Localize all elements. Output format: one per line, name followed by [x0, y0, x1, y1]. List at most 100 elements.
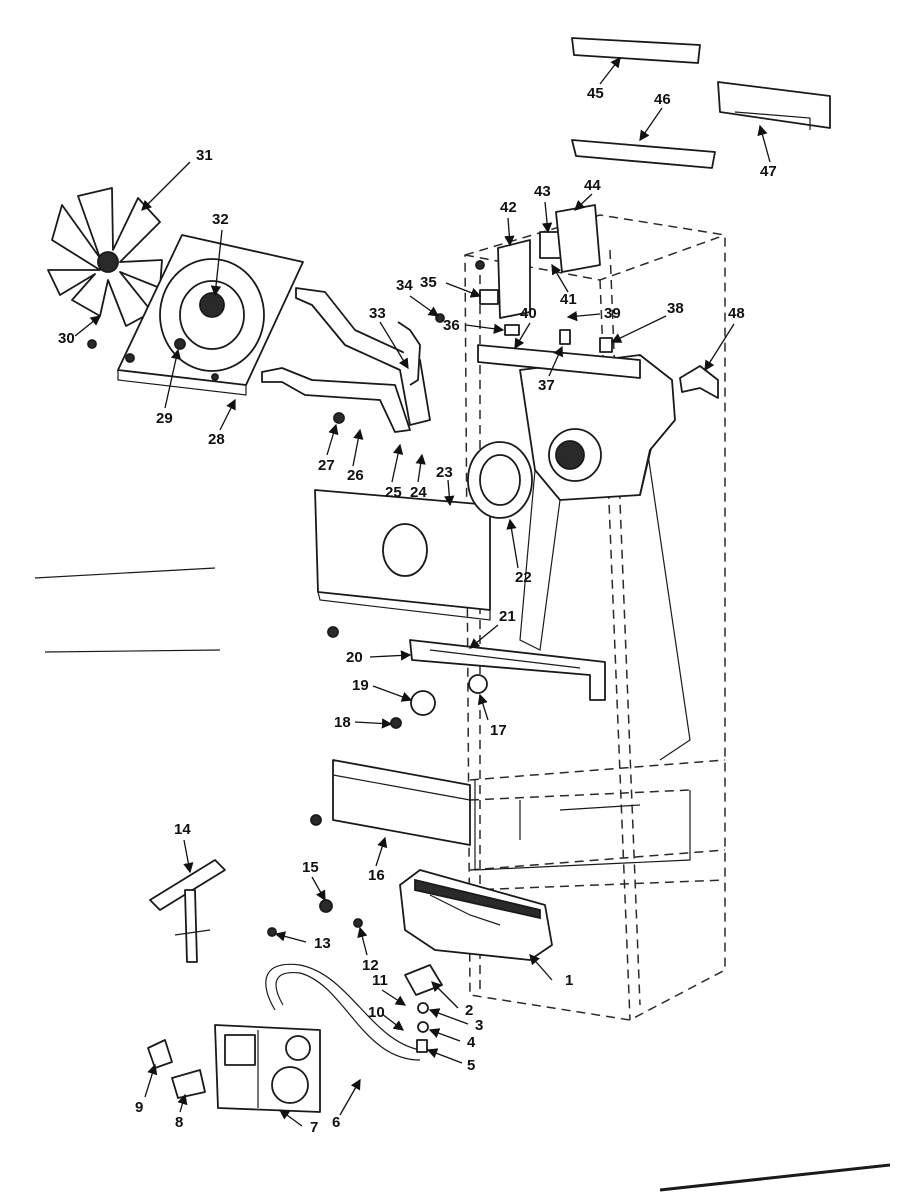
callout-37-leader: [548, 345, 564, 377]
callout-5-leader: [426, 1048, 463, 1064]
blower-wheel: [47, 187, 163, 327]
support-rail: [332, 759, 471, 846]
callout-22: 22: [515, 569, 532, 586]
callout-14-leader: [183, 839, 194, 874]
callout-29: 29: [156, 410, 173, 427]
callout-46-leader: [639, 107, 663, 142]
callout-9-leader: [144, 1063, 158, 1098]
callout-14: 14: [174, 821, 191, 838]
callout-43: 43: [534, 183, 551, 200]
callout-16-leader: [375, 836, 388, 867]
callout-48-leader: [704, 323, 735, 372]
callout-29-leader: [164, 348, 182, 409]
callout-16: 16: [368, 867, 385, 884]
callout-36: 36: [443, 317, 460, 334]
callout-32-leader: [210, 229, 223, 297]
callout-4: 4: [467, 1034, 476, 1051]
callout-48: 48: [728, 305, 745, 322]
callout-30: 30: [58, 330, 75, 347]
callout-31-leader: [141, 161, 191, 211]
callout-23-leader: [444, 479, 455, 507]
callout-24: 24: [410, 484, 427, 501]
callout-10-leader: [381, 1013, 405, 1031]
callout-35-leader: [445, 282, 482, 298]
burner-assembly: [399, 869, 553, 961]
callout-47: 47: [760, 163, 777, 180]
callout-44-leader: [574, 193, 593, 211]
callout-30-leader: [74, 315, 102, 337]
callout-15: 15: [302, 859, 319, 876]
callout-25-leader: [391, 443, 404, 483]
callout-37: 37: [538, 377, 555, 394]
callout-40-leader: [514, 322, 531, 350]
callout-28: 28: [208, 431, 225, 448]
callout-38-leader: [610, 315, 667, 343]
callout-41: 41: [560, 291, 577, 308]
callout-40: 40: [520, 305, 537, 322]
callout-12: 12: [362, 957, 379, 974]
callout-25: 25: [385, 484, 402, 501]
callout-11-leader: [381, 989, 407, 1006]
callout-46: 46: [654, 91, 671, 108]
heat-exchanger: [519, 354, 676, 651]
callout-19: 19: [352, 677, 369, 694]
callout-3-leader: [428, 1008, 469, 1025]
furnace-cabinet: [464, 214, 726, 1021]
callout-19-leader: [372, 685, 413, 702]
callout-17-leader: [477, 693, 489, 721]
manifold-bracket: [409, 639, 606, 701]
callout-31: 31: [196, 147, 213, 164]
callout-24-leader: [415, 453, 426, 483]
callout-38: 38: [667, 300, 684, 317]
callout-17: 17: [490, 722, 507, 739]
callout-45: 45: [587, 85, 604, 102]
flue-gasket: [467, 441, 533, 519]
callout-42: 42: [500, 199, 517, 216]
callout-18-leader: [354, 718, 393, 729]
callout-43-leader: [541, 201, 553, 234]
callout-26: 26: [347, 467, 364, 484]
callout-39-leader: [566, 310, 601, 322]
callout-2-leader: [431, 981, 459, 1009]
gas-valve: [214, 1024, 321, 1113]
callout-6: 6: [332, 1114, 340, 1131]
callout-7: 7: [310, 1119, 318, 1136]
pilot-tubing: [265, 963, 421, 1061]
callout-34-leader: [409, 295, 440, 317]
callout-21: 21: [499, 608, 516, 625]
callout-44: 44: [584, 177, 601, 194]
callout-3: 3: [475, 1017, 483, 1034]
callout-20: 20: [346, 649, 363, 666]
callout-8: 8: [175, 1114, 183, 1131]
callout-9: 9: [135, 1099, 143, 1116]
callout-18: 18: [334, 714, 351, 731]
callout-23: 23: [436, 464, 453, 481]
loose-covers: [571, 37, 831, 399]
callout-8-leader: [177, 1093, 188, 1113]
callout-15-leader: [311, 876, 326, 902]
callout-27-leader: [326, 423, 339, 456]
control-brackets: [477, 204, 641, 379]
blower-rails: [261, 287, 431, 433]
callout-21-leader: [468, 624, 499, 649]
burner-panel: [314, 489, 491, 621]
callout-7-leader: [278, 1109, 303, 1127]
gas-manifold: [149, 859, 226, 963]
callout-5: 5: [467, 1057, 475, 1074]
callout-13: 13: [314, 935, 331, 952]
callout-1: 1: [565, 972, 573, 989]
callout-41-leader: [551, 263, 569, 293]
callout-11: 11: [372, 972, 388, 989]
callout-33-leader: [379, 321, 409, 370]
callout-4-leader: [428, 1028, 461, 1042]
callout-34: 34: [396, 277, 413, 294]
callout-20-leader: [369, 650, 412, 661]
callout-10: 10: [368, 1004, 385, 1021]
callout-1-leader: [529, 954, 553, 981]
callout-32: 32: [212, 211, 229, 228]
callout-13-leader: [274, 931, 307, 943]
stray-lines: [34, 567, 891, 1192]
callout-33: 33: [369, 305, 386, 322]
